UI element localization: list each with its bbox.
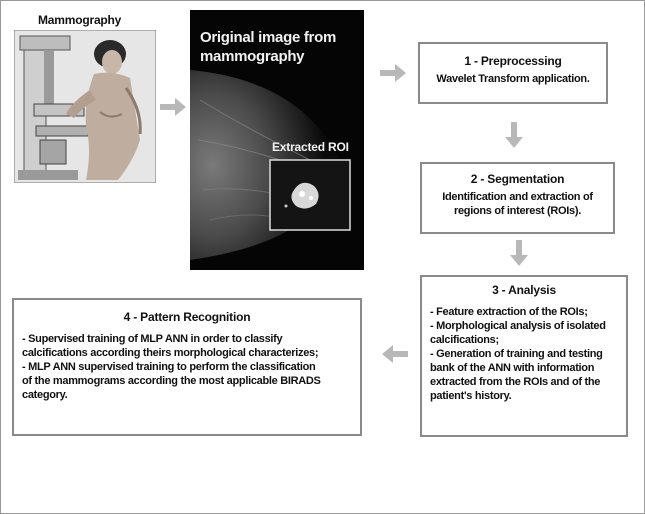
step-3-line-4: - Generation of training and testing (430, 348, 603, 360)
step-4-line-1: - Supervised training of MLP ANN in orde… (22, 333, 283, 345)
step-1-line: Wavelet Transform application. (436, 73, 590, 85)
step-3-line-3: calcifications; (430, 334, 499, 346)
step-segmentation: 2 - Segmentation Identification and extr… (420, 162, 615, 234)
step-pattern-recognition: 4 - Pattern Recognition - Supervised tra… (12, 298, 362, 436)
step-4-title: 4 - Pattern Recognition (123, 310, 251, 324)
mammogram-texture (190, 70, 351, 260)
arrow-left (382, 345, 408, 363)
mammogram-image: Original image from mammography Extracte… (190, 10, 364, 270)
arrow-right-1 (160, 98, 186, 116)
roi-label: Extracted ROI (272, 140, 349, 154)
step-3-title: 3 - Analysis (492, 283, 556, 297)
step-2-line-2: regions of interest (ROIs). (454, 205, 581, 217)
step-1-title: 1 - Preprocessing (464, 54, 562, 68)
mammogram-title: Original image from mammography (200, 29, 336, 65)
step-preprocessing: 1 - Preprocessing Wavelet Transform appl… (418, 42, 608, 104)
step-3-line-7: patient's history. (430, 390, 512, 402)
step-3-line-5: bank of the ANN with information (430, 362, 595, 374)
step-analysis: 3 - Analysis - Feature extraction of the… (420, 275, 628, 437)
arrow-down-2 (510, 240, 528, 266)
step-4-list: - Supervised training of MLP ANN in orde… (22, 332, 360, 402)
mammography-photo (14, 30, 156, 183)
step-4-line-2: calcifications according theirs morpholo… (22, 347, 319, 359)
step-3-line-6: extracted from the ROIs and of the (430, 376, 601, 388)
arrow-right-2 (380, 64, 406, 82)
step-4-line-3: - MLP ANN supervised training to perform… (22, 361, 316, 373)
step-2-line-1: Identification and extraction of (442, 191, 593, 203)
step-4-line-4: of the mammograms according the most app… (22, 375, 321, 387)
mammography-label: Mammography (38, 13, 122, 27)
step-2-title: 2 - Segmentation (470, 172, 565, 186)
step-3-line-1: - Feature extraction of the ROIs; (430, 306, 588, 318)
arrow-down-1 (505, 122, 523, 148)
step-4-line-5: category. (22, 389, 68, 401)
step-3-list: - Feature extraction of the ROIs; - Morp… (430, 305, 626, 403)
step-3-line-2: - Morphological analysis of isolated (430, 320, 606, 332)
